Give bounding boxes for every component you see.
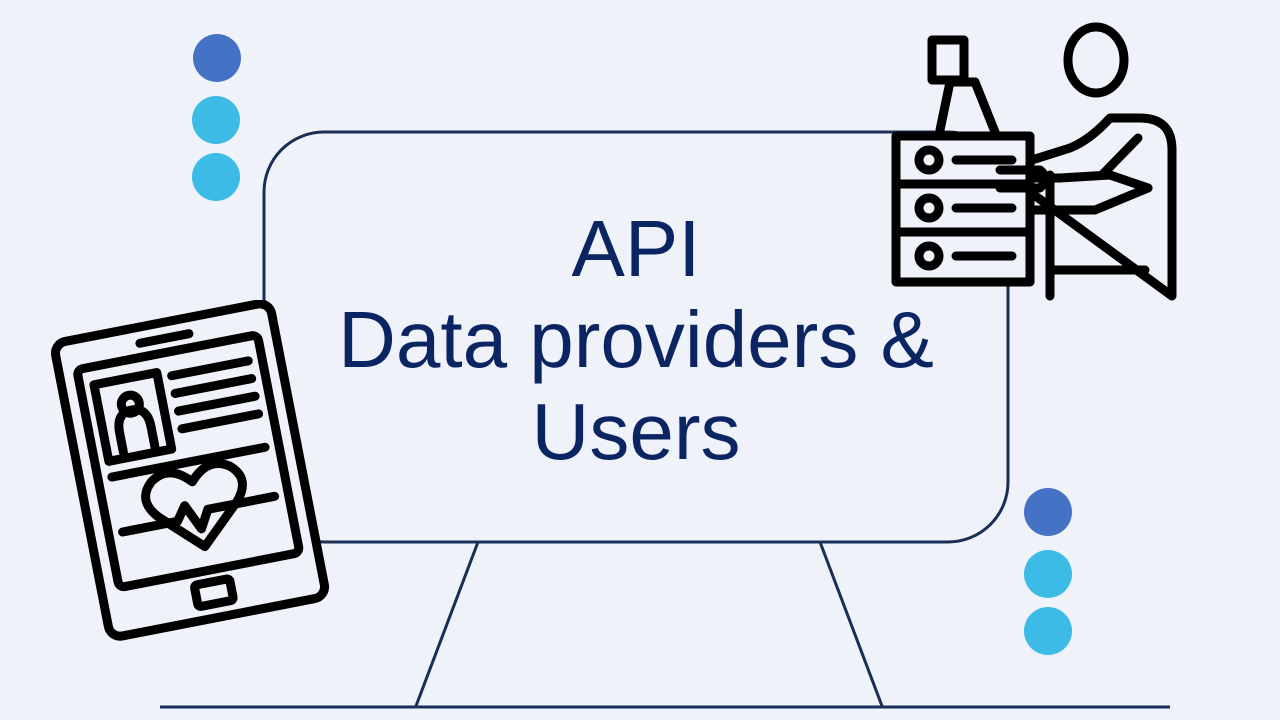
monitor-stand-left (414, 541, 480, 707)
decor-dot-dark (193, 34, 241, 82)
title-line-users: Users (531, 386, 741, 476)
monitor-stand-right (818, 541, 884, 707)
decor-dot-light (1024, 607, 1072, 655)
title-line-api: API (571, 204, 701, 294)
slide-title: API Data providers & Users (264, 132, 1008, 542)
decor-dot-light (192, 153, 240, 201)
decor-dot-light (1024, 550, 1072, 598)
server-admin-icon (891, 22, 1177, 301)
title-line-data-providers: Data providers & (338, 295, 934, 385)
decor-dot-dark (1024, 488, 1072, 536)
medical-tablet-icon (50, 300, 330, 641)
decor-dot-light (192, 96, 240, 144)
